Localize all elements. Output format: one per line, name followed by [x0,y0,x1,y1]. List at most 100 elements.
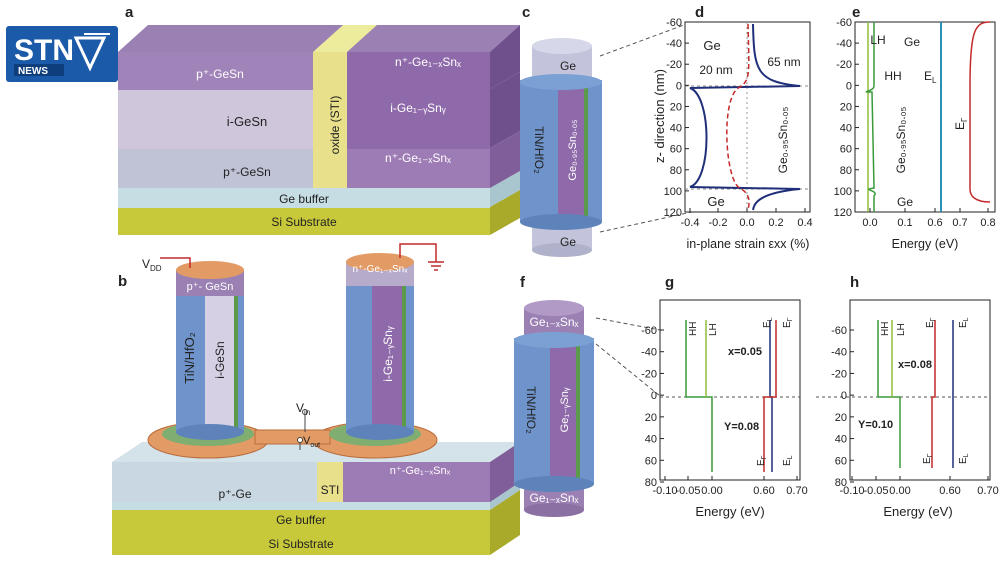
e-ge-top: Ge [904,35,920,49]
e-xtick-label: 0.6 [927,217,942,229]
g-ytick-label: 20 [645,412,657,424]
panel-h-label: h [850,274,859,291]
e-xtick-label: 0.7 [952,217,967,229]
a-mid-left-label: i-GeSn [227,114,267,129]
h-xtick-label: 0.70 [977,485,998,497]
h-et: EΓ [925,317,937,328]
panel-c-label: c [522,4,530,21]
g-el: EL [762,317,774,328]
a-mid-right-label: i-Ge₁₋ᵧSnᵧ [390,101,446,115]
d-ytick-label: -20 [666,59,682,71]
b-base-right-label: n⁺-Ge₁₋ₓSnₓ [390,465,451,477]
h-ytick-label: 40 [835,434,847,446]
f-top-label: Ge₁₋ₓSnₓ [530,315,579,329]
h-et-low: EΓ [922,453,934,464]
e-lh: LH [870,33,885,47]
e-ytick-label: 20 [840,101,852,113]
d-ytick-label: 100 [664,186,682,198]
d-ytick-label: -40 [666,38,682,50]
h-ytick-label: -40 [831,347,847,359]
e-hh: HH [884,69,901,83]
b-left-core-label: i-GeSn [213,341,227,378]
d-65nm: 65 nm [767,55,800,69]
g-xtick-label: 0.00 [701,485,722,497]
d-ytick-label: -60 [666,17,682,29]
e-xtick-label: 0.8 [980,217,995,229]
e-ytick-label: 100 [834,186,852,198]
a-buffer-label: Ge buffer [279,192,329,206]
d-ytick-label: 60 [670,144,682,156]
b-left-cap-label: p⁺- GeSn [187,281,234,293]
h-ytick-label: 80 [835,477,847,489]
b-vout-label: Vout [303,435,320,449]
h-el: EL [958,317,970,328]
h-el-low: EL [958,453,970,464]
e-xlabel: Energy (eV) [892,237,959,251]
b-left-shell-label: TiN/HfO₂ [182,332,197,384]
d-ylabel: z- direction (nm) [652,69,667,163]
panel-b-device: b Si Substrate Ge buffer p⁺-Ge STI n⁺-Ge… [112,243,520,555]
panel-a-label: a [125,4,134,21]
g-et: EΓ [782,317,794,328]
g-ytick-label: 80 [645,477,657,489]
a-top-right-label: n⁺-Ge₁₋ₓSnₓ [395,55,461,69]
e-el: EL [924,69,937,85]
h-x-label: x=0.08 [898,359,932,371]
e-ytick-label: -20 [836,59,852,71]
g-xlabel: Energy (eV) [695,504,764,519]
h-ytick-label: -20 [831,368,847,380]
g-xtick-label: -0.05 [675,485,700,497]
e-ytick-label: -40 [836,38,852,50]
g-xtick-label: 0.60 [753,485,774,497]
a-oxide-label: oxide (STI) [328,96,342,155]
e-ytick-label: 0 [846,80,852,92]
logo-text: STN [14,34,74,67]
a-substrate-label: Si Substrate [271,215,337,229]
d-ytick-label: 120 [664,207,682,219]
a-top-left-label: p⁺-GeSn [196,67,244,81]
g-x-label: x=0.05 [728,346,762,358]
h-hh: HH [880,322,891,336]
g-ytick-label: -20 [641,368,657,380]
h-lh: LH [896,323,907,336]
e-ytick-label: 80 [840,165,852,177]
h-xtick-label: 0.00 [889,485,910,497]
h-xtick-label: -0.05 [863,485,888,497]
h-ytick-label: 60 [835,455,847,467]
panel-d-label: d [695,4,704,21]
logo-sub: NEWS [18,66,48,77]
d-20nm: 20 nm [699,63,732,77]
d-ge-bottom: Ge [707,194,724,209]
c-bottom-label: Ge [560,235,576,249]
g-hh: HH [688,322,699,336]
g-ytick-label: -60 [641,325,657,337]
e-et: EΓ [953,117,969,130]
h-ytick-label: 0 [841,390,847,402]
g-et-low: EΓ [756,455,768,466]
e-mat: Ge₀.₉₅Sn₀.₀₅ [894,106,908,173]
d-ge-top: Ge [703,38,720,53]
d-xtick-label: -0.4 [681,217,700,229]
e-ytick-label: 60 [840,144,852,156]
e-ytick-label: -60 [836,17,852,29]
e-xtick-label: 0.0 [862,217,877,229]
d-xtick-label: -0.2 [709,217,728,229]
d-xtick-label: 0.2 [768,217,783,229]
panel-b-label: b [118,273,127,290]
b-substrate-label: Si Substrate [268,537,334,551]
panel-f-label: f [520,274,526,291]
stn-news-logo: STN NEWS [6,26,118,82]
b-right-core-label: i-Ge₁₋ᵧSnᵧ [381,326,395,382]
g-lh: LH [708,323,719,336]
d-xlabel: in-plane strain εxx (%) [687,237,810,251]
h-ytick-label: -60 [831,325,847,337]
panel-e-label: e [852,4,860,21]
d-ytick-label: 80 [670,165,682,177]
panel-a-stack: a Si Substrate Ge buffer p⁺-GeSn n⁺-Ge₁₋… [118,4,520,235]
c-top-label: Ge [560,59,576,73]
g-ytick-label: 60 [645,455,657,467]
b-buffer-label: Ge buffer [276,513,326,527]
